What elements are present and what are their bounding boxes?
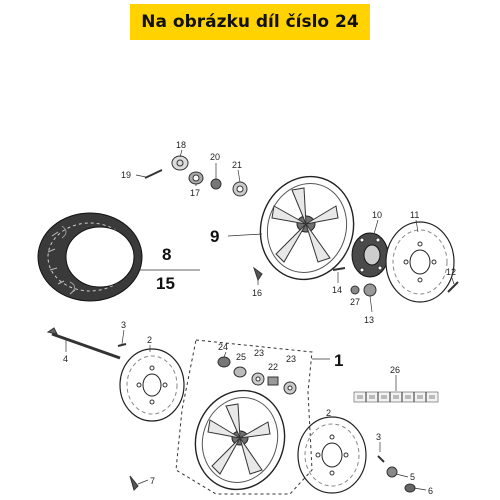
callout-20: 20: [210, 152, 220, 162]
callout-5: 5: [410, 472, 415, 482]
callout-23a: 23: [254, 348, 264, 358]
callout-3-lower: 3: [376, 432, 381, 442]
callout-25: 25: [236, 352, 246, 362]
front-brake-disc-right: [297, 416, 367, 494]
callout-17: 17: [190, 188, 200, 198]
callout-10: 10: [372, 210, 382, 220]
callout-21: 21: [232, 160, 242, 170]
callout-7: 7: [150, 476, 155, 486]
callout-4: 4: [63, 354, 68, 364]
callout-12: 12: [446, 267, 456, 277]
callout-26: 26: [390, 365, 400, 375]
callout-2-left: 2: [147, 335, 152, 345]
sticker-marks: [357, 395, 435, 399]
banner-text: Na obrázku díl číslo 24: [141, 12, 359, 32]
front-wheel-assembly: [175, 339, 313, 495]
callout-22: 22: [268, 362, 278, 372]
callout-8: 8: [162, 245, 171, 264]
callout-24: 24: [218, 342, 228, 352]
callout-19: 19: [121, 170, 131, 180]
callout-14: 14: [332, 285, 342, 295]
front-brake-disc-left: [119, 348, 185, 422]
callout-13: 13: [364, 315, 374, 325]
leader-lines: [65, 149, 455, 491]
callout-3-upper: 3: [121, 320, 126, 330]
callout-numbers: 18 19 17 20 21 9 8 15 10 11 16 14 27 13 …: [63, 140, 456, 496]
callout-1: 1: [334, 351, 343, 370]
tyre: [37, 212, 143, 302]
callout-15: 15: [156, 274, 175, 293]
rear-wheel-rim: [259, 175, 355, 281]
callout-23b: 23: [286, 354, 296, 364]
callout-11: 11: [410, 210, 419, 220]
hardware-parts: [46, 155, 459, 493]
part-number-banner: Na obrázku díl číslo 24: [130, 4, 370, 40]
callout-9: 9: [210, 227, 219, 246]
hub-flange: [351, 232, 389, 278]
callout-16: 16: [252, 288, 262, 298]
rear-brake-disc: [385, 221, 455, 303]
callout-27: 27: [350, 297, 360, 307]
callout-2-right: 2: [326, 408, 331, 418]
callout-18: 18: [176, 140, 186, 150]
callout-6: 6: [428, 486, 433, 496]
